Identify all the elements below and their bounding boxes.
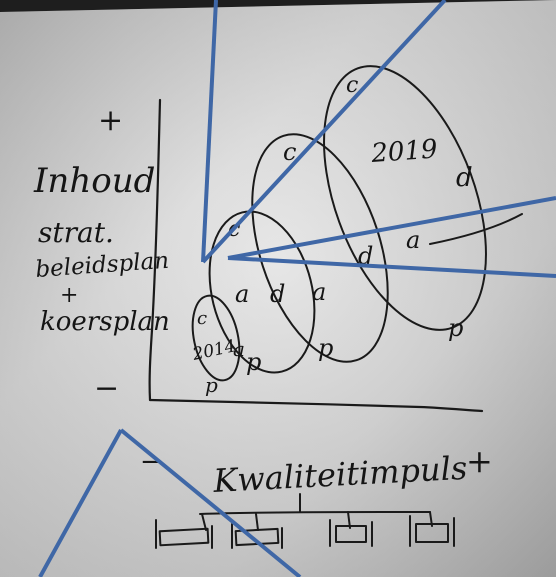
org-chart-drops [201, 511, 433, 531]
cycle-4-2019: c 2019 d a p [323, 65, 523, 342]
cycle-4-letter-p: p [448, 314, 463, 342]
overlay-line-right-upper [227, 196, 556, 260]
cycle-1-letter-c: c [197, 308, 207, 329]
y-axis-plus: + [98, 103, 123, 138]
cycle-2-letter-d: d [270, 280, 285, 308]
org-box-2-sides [231, 523, 283, 549]
org-box-4 [415, 523, 449, 543]
cycle-3-letter-c: c [283, 138, 296, 166]
y-label-line-1: Inhoud [33, 161, 155, 201]
org-box-1 [158, 527, 210, 547]
cycle-4-letter-d: d [456, 163, 473, 193]
overlay-line-up-left [201, 0, 218, 263]
cycle-4-tail [429, 213, 523, 245]
x-axis-minus: − [140, 447, 162, 477]
y-axis-label: Inhoud strat. beleidsplan + koersplan [33, 161, 170, 337]
cycle-3: c a d p [251, 133, 389, 363]
y-axis-minus: − [94, 371, 119, 406]
cycle-2-ellipse [208, 210, 316, 374]
org-box-1-sides [155, 519, 213, 549]
overlay-lines [38, 0, 556, 577]
overlay-line-right-lower [227, 256, 556, 278]
overlay-line-up-right [201, 0, 447, 264]
overlay-line-down-left [38, 429, 123, 577]
org-box-3 [335, 525, 367, 543]
cycle-3-letter-d: d [358, 242, 373, 270]
y-axis-line [148, 98, 162, 402]
y-label-line-5: koersplan [40, 307, 170, 337]
cycle-4-year: 2019 [369, 134, 438, 169]
cycle-1-ellipse [191, 294, 241, 382]
cycle-3-letter-a: a [312, 278, 326, 306]
y-label-line-4: + [60, 283, 78, 308]
x-axis-plus: + [466, 442, 493, 480]
cycle-1-letter-p: p [205, 373, 218, 397]
cycle-2-letter-a: a [235, 280, 249, 308]
x-axis-line [148, 398, 484, 413]
cycle-4-ellipse [323, 65, 487, 331]
cycle-4-letter-c: c [346, 73, 358, 98]
org-box-4-sides [409, 515, 455, 547]
cycle-3-letter-p: p [318, 334, 333, 362]
org-chart [155, 493, 455, 549]
cycle-2-letter-p: p [246, 348, 261, 376]
cycle-2: c a d p [208, 210, 316, 376]
overlay-line-down-right [119, 428, 302, 577]
cycle-4-letter-a: a [406, 226, 420, 254]
cycle-1-letter-a: a [233, 337, 245, 361]
y-label-line-2: strat. [38, 216, 114, 249]
org-box-3-sides [329, 519, 373, 547]
